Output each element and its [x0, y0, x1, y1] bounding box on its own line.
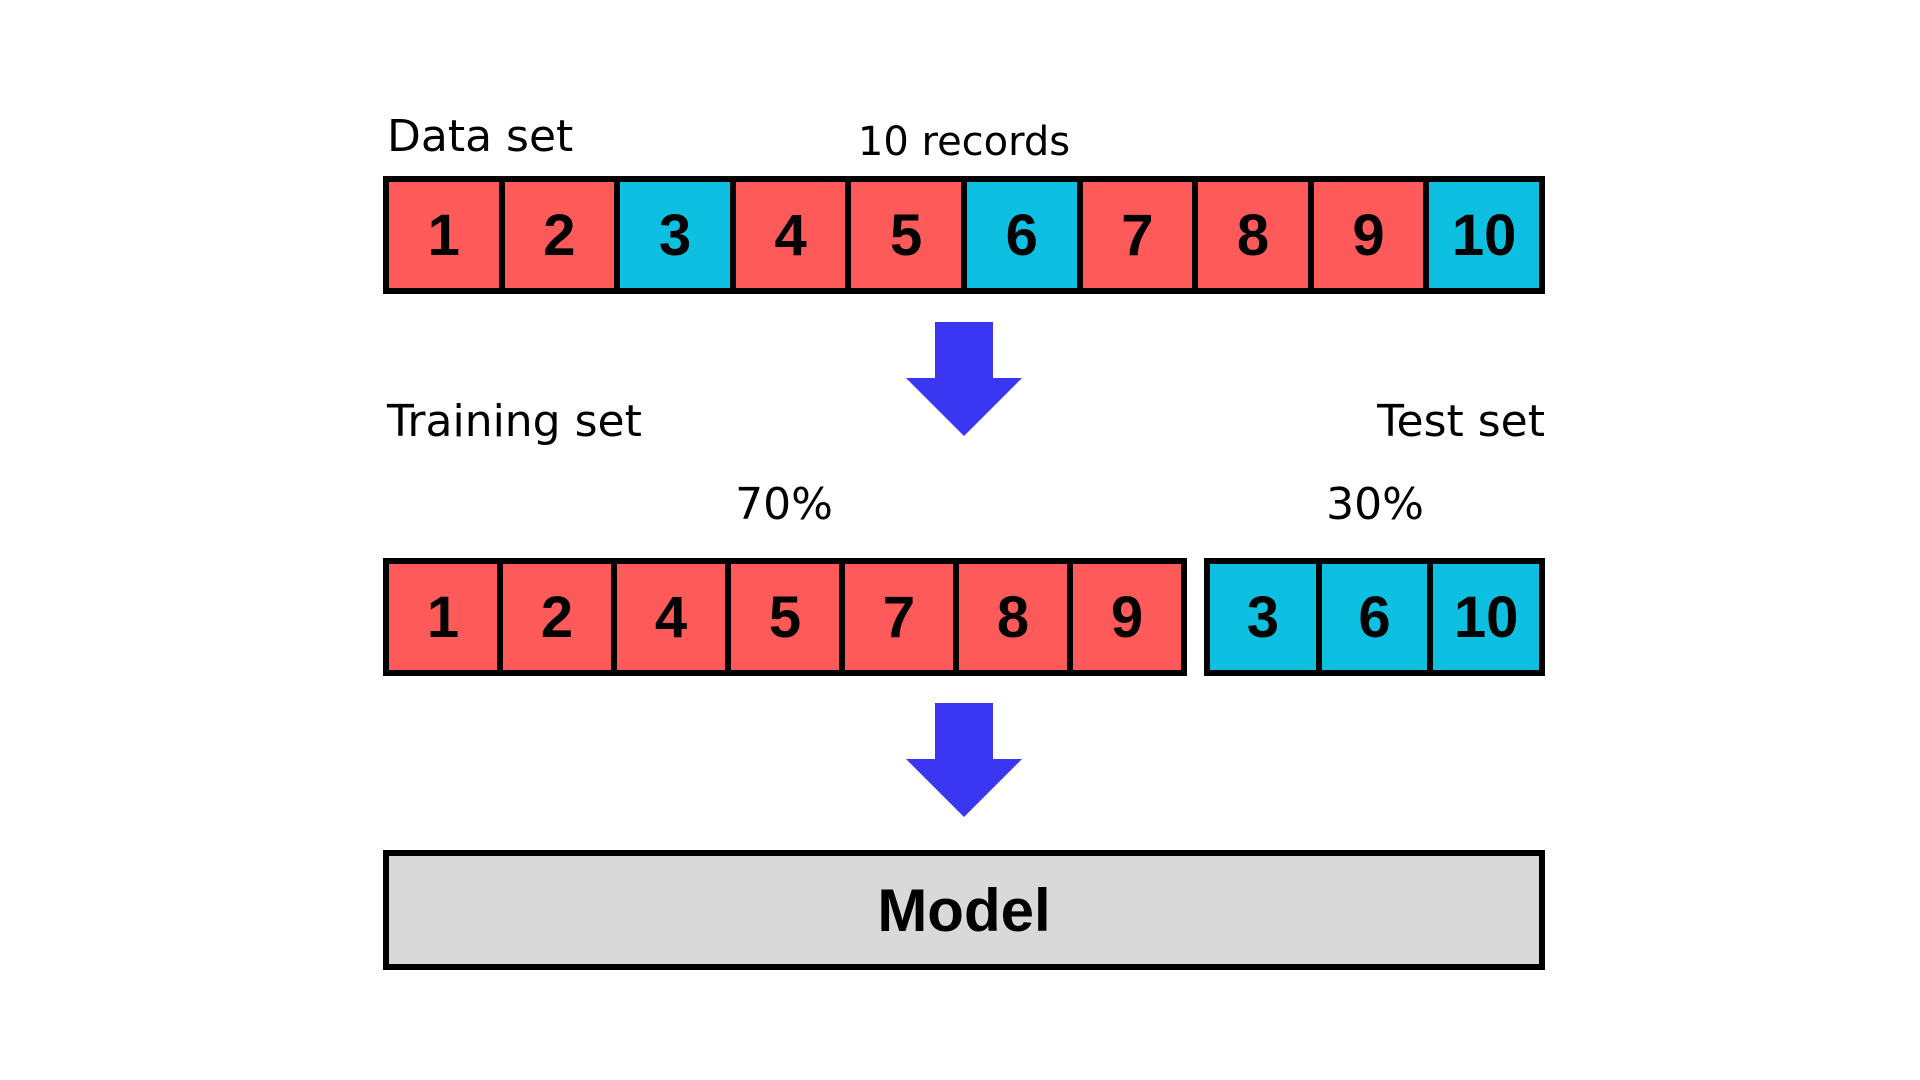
record-cell: 4	[617, 564, 731, 670]
record-cell: 1	[389, 182, 505, 288]
record-cell: 2	[504, 182, 621, 288]
model-box: Model	[383, 850, 1545, 970]
test-percent-label: 30%	[1326, 479, 1424, 530]
record-cell: 6	[1321, 564, 1434, 670]
record-cell: 9	[1073, 564, 1181, 670]
record-cell: 10	[1433, 564, 1540, 670]
arrow-down-icon	[906, 703, 1022, 817]
record-cell: 8	[1198, 182, 1314, 288]
record-cell: 5	[851, 182, 967, 288]
record-cell: 3	[1210, 564, 1322, 670]
record-cell: 8	[959, 564, 1073, 670]
record-cell: 4	[735, 182, 852, 288]
record-count-label: 10 records	[857, 119, 1071, 165]
test-set-label: Test set	[1377, 396, 1545, 447]
training-percent-label: 70%	[735, 479, 833, 530]
record-cell: 5	[731, 564, 845, 670]
arrow-down-icon	[906, 322, 1022, 436]
record-cell: 6	[966, 182, 1083, 288]
record-cell: 3	[620, 182, 736, 288]
dataset-label: Data set	[387, 111, 574, 162]
record-cell: 7	[1082, 182, 1199, 288]
record-cell: 7	[845, 564, 959, 670]
record-cell: 9	[1313, 182, 1430, 288]
record-cell: 10	[1429, 182, 1539, 288]
record-cell: 1	[389, 564, 503, 670]
training-set-label: Training set	[387, 396, 642, 447]
record-cell: 2	[503, 564, 617, 670]
